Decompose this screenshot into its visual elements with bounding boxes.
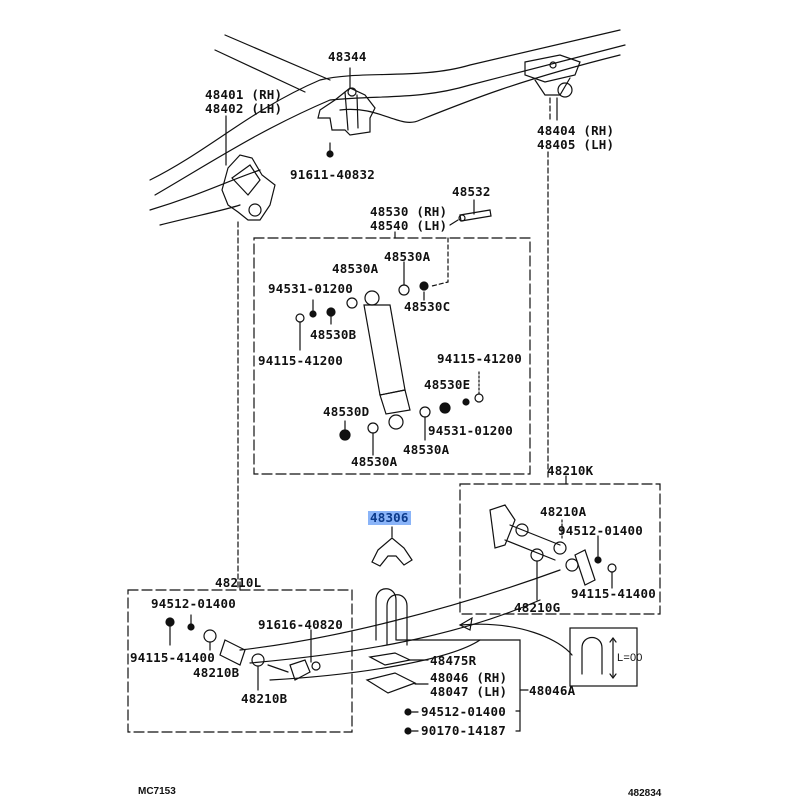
part-91611-40832[interactable]: 91611-40832: [290, 167, 375, 182]
part-48475r[interactable]: 48475R: [430, 653, 477, 668]
bracket-48344: [317, 87, 376, 136]
part-48210l[interactable]: 48210L: [215, 575, 262, 590]
hanger-pin-parts: [165, 617, 321, 681]
shackle-kit-box: [459, 483, 661, 615]
part-94115-41200[interactable]: 94115-41200: [258, 353, 343, 368]
part-48405[interactable]: 48405 (LH): [537, 137, 615, 152]
hanger-48404: [524, 54, 581, 98]
part-48046a[interactable]: 48046A: [529, 683, 576, 698]
spring-bumper-48306: [371, 526, 413, 567]
part-48530a[interactable]: 48530A: [403, 442, 450, 457]
inset-length-label: L=00: [617, 652, 643, 664]
part-48530a[interactable]: 48530A: [351, 454, 398, 469]
part-48210g[interactable]: 48210G: [514, 600, 561, 615]
hanger-48401: [221, 154, 276, 221]
part-48344[interactable]: 48344: [328, 49, 367, 64]
part-48210b[interactable]: 48210B: [193, 665, 240, 680]
part-48210k[interactable]: 48210K: [547, 463, 594, 478]
part-48402[interactable]: 48402 (LH): [205, 101, 283, 116]
part-48532[interactable]: 48532: [452, 184, 491, 199]
part-48306-highlighted[interactable]: 48306: [368, 510, 411, 525]
part-48530c[interactable]: 48530C: [404, 299, 451, 314]
bolt-91611: [326, 142, 334, 158]
shock-kit-box: [253, 237, 531, 475]
part-94512-01400[interactable]: 94512-01400: [558, 523, 643, 538]
footer-right-code: 482834: [628, 788, 662, 799]
part-48530a[interactable]: 48530A: [332, 261, 379, 276]
part-48046-rh[interactable]: 48046 (RH): [430, 670, 508, 685]
part-94531-01200[interactable]: 94531-01200: [268, 281, 353, 296]
part-94115-41200[interactable]: 94115-41200: [437, 351, 522, 366]
part-94115-41400[interactable]: 94115-41400: [130, 650, 215, 665]
part-94512-01400[interactable]: 94512-01400: [151, 596, 236, 611]
part-94512-01400[interactable]: 94512-01400: [421, 704, 506, 719]
shackle-parts: [489, 504, 617, 586]
u-bolts: [375, 588, 408, 646]
part-48404[interactable]: 48404 (RH): [537, 123, 615, 138]
u-bolt-inset: [569, 627, 638, 687]
part-48210a[interactable]: 48210A: [540, 504, 587, 519]
part-48530b[interactable]: 48530B: [310, 327, 357, 342]
part-90170-14187[interactable]: 90170-14187: [421, 723, 506, 738]
frame-rail: [149, 29, 626, 226]
spring-seat-parts: [365, 652, 417, 735]
part-48530a[interactable]: 48530A: [384, 249, 431, 264]
leaf-spring: [239, 569, 561, 681]
shock-absorber: [363, 290, 411, 430]
part-48210b[interactable]: 48210B: [241, 691, 288, 706]
part-48047-lh[interactable]: 48047 (LH): [430, 684, 508, 699]
part-48530e[interactable]: 48530E: [424, 377, 471, 392]
part-48401[interactable]: 48401 (RH): [205, 87, 283, 102]
part-94531-01200[interactable]: 94531-01200: [428, 423, 513, 438]
part-48530-rh[interactable]: 48530 (RH): [370, 204, 448, 219]
footer-left-code: MC7153: [138, 786, 176, 797]
bushing-48532: [449, 199, 492, 226]
part-48530d[interactable]: 48530D: [323, 404, 370, 419]
part-94115-41400[interactable]: 94115-41400: [571, 586, 656, 601]
part-91616-40820[interactable]: 91616-40820: [258, 617, 343, 632]
part-48540-lh[interactable]: 48540 (LH): [370, 218, 448, 233]
